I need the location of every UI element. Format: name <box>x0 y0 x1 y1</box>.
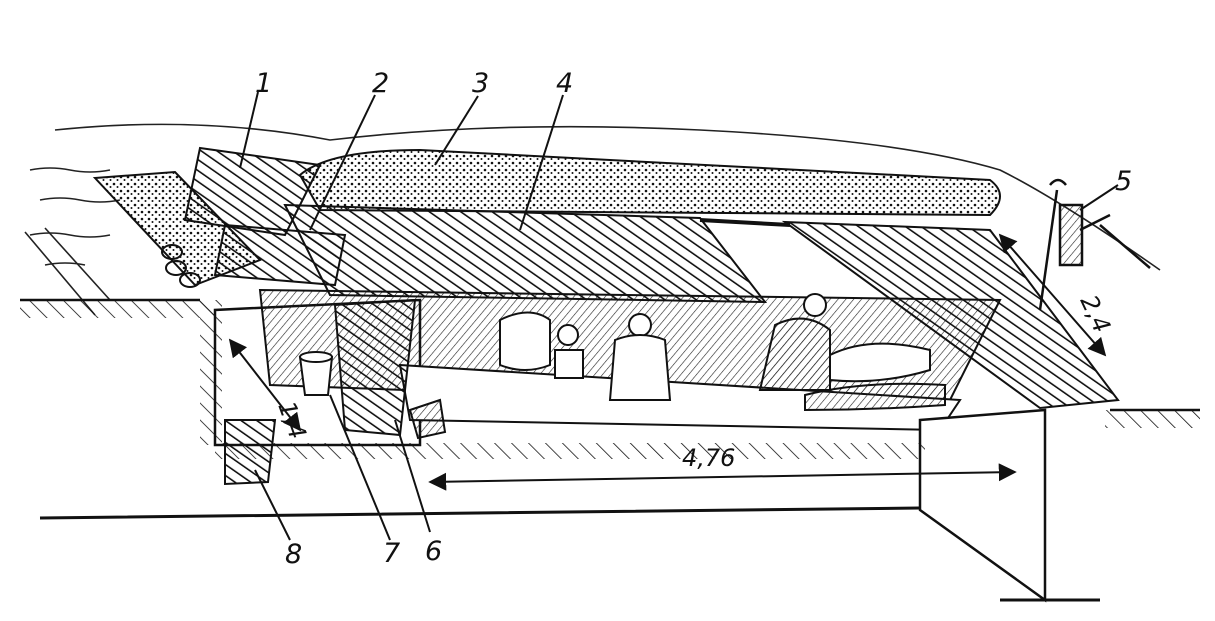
workers <box>499 293 946 412</box>
support-posts <box>333 298 417 437</box>
dimension-lines <box>228 233 1107 491</box>
pit-base-line <box>39 506 1100 602</box>
ground-hatch-right <box>1105 410 1200 428</box>
dimension-width-label: 2,4 <box>1075 291 1117 337</box>
pit-side-hatch <box>200 300 222 445</box>
callout-8: 8 <box>285 539 302 570</box>
pit-bottom-hatch <box>215 443 925 459</box>
step-block <box>224 419 277 486</box>
crate <box>408 398 447 440</box>
callout-6: 6 <box>425 536 442 567</box>
spoil-mound <box>298 148 1001 217</box>
roof-panel-main <box>283 203 768 304</box>
pit-front-wall <box>918 408 1047 603</box>
callout-7: 7 <box>383 538 400 569</box>
callout-5: 5 <box>1115 166 1132 197</box>
roof-beam <box>699 218 791 227</box>
callout-4: 4 <box>556 68 573 99</box>
log-ends <box>161 244 201 288</box>
callout-leaders <box>239 91 1119 541</box>
dimension-length-label: 4,76 <box>682 444 735 472</box>
callout-1: 1 <box>255 68 272 99</box>
ground-hatch-left <box>20 300 215 318</box>
callout-3: 3 <box>472 68 489 99</box>
callout-2: 2 <box>372 68 389 99</box>
roof-panel-right <box>781 220 1120 410</box>
